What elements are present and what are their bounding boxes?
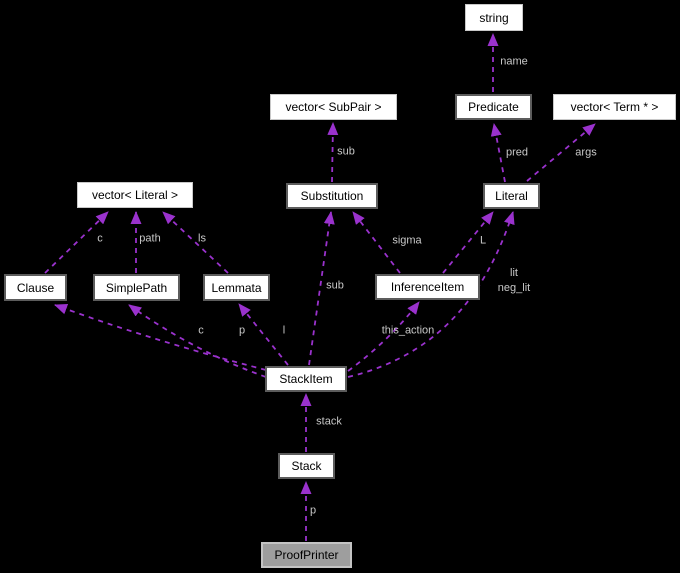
node-vector-literal[interactable]: vector< Literal > [77,182,193,208]
edge-label-path: path [139,232,161,245]
edge-label-L: L [479,234,487,247]
edge-label-c-upper: c [97,232,103,245]
node-inferenceitem[interactable]: InferenceItem [375,274,480,300]
edge-label-sigma: sigma [392,234,422,247]
node-simplepath[interactable]: SimplePath [93,274,180,301]
edge-label-c-lower: c [198,324,204,337]
node-string[interactable]: string [465,4,523,31]
edge-stackitem-inferenceitem [347,301,420,372]
edge-inferenceitem-literal [442,211,494,274]
node-stackitem[interactable]: StackItem [265,366,347,392]
node-clause[interactable]: Clause [4,274,67,301]
node-proofprinter: ProofPrinter [261,542,352,568]
edge-label-lit-neg-lit: lit neg_lit [497,267,531,294]
edge-substitution-vecsubpair [327,122,339,183]
edge-clause-vecliteral [44,211,109,274]
edge-label-this-action: this_action [381,324,435,337]
node-literal[interactable]: Literal [483,183,540,209]
edge-label-l: l [282,324,286,337]
edge-stackitem-simplepath [128,304,267,378]
node-vector-term[interactable]: vector< Term * > [553,94,676,120]
edge-label-p-bottom: p [309,504,317,517]
edge-label-stack: stack [316,415,342,428]
edge-label-pred: pred [505,146,529,159]
node-predicate[interactable]: Predicate [455,94,532,120]
edge-label-args: args [575,146,597,159]
edge-stackitem-literal [347,211,515,378]
edge-label-name: name [500,55,528,68]
edge-literal-vecterm [526,123,596,182]
edge-stackitem-lemmata [238,303,289,366]
node-substitution[interactable]: Substitution [286,183,378,209]
edge-label-sub-lower: sub [326,279,344,292]
edge-literal-predicate [490,123,506,183]
edge-label-sub-top: sub [337,145,355,158]
edge-stackitem-clause [54,303,267,371]
edge-label-ls: ls [198,232,206,245]
edge-lemmata-vecliteral [162,211,229,274]
node-stack[interactable]: Stack [278,453,335,479]
edge-inferenceitem-substitution [352,211,401,274]
node-lemmata[interactable]: Lemmata [203,274,270,301]
edge-label-p-stackitem: p [238,324,246,337]
node-vector-subpair[interactable]: vector< SubPair > [270,94,397,120]
